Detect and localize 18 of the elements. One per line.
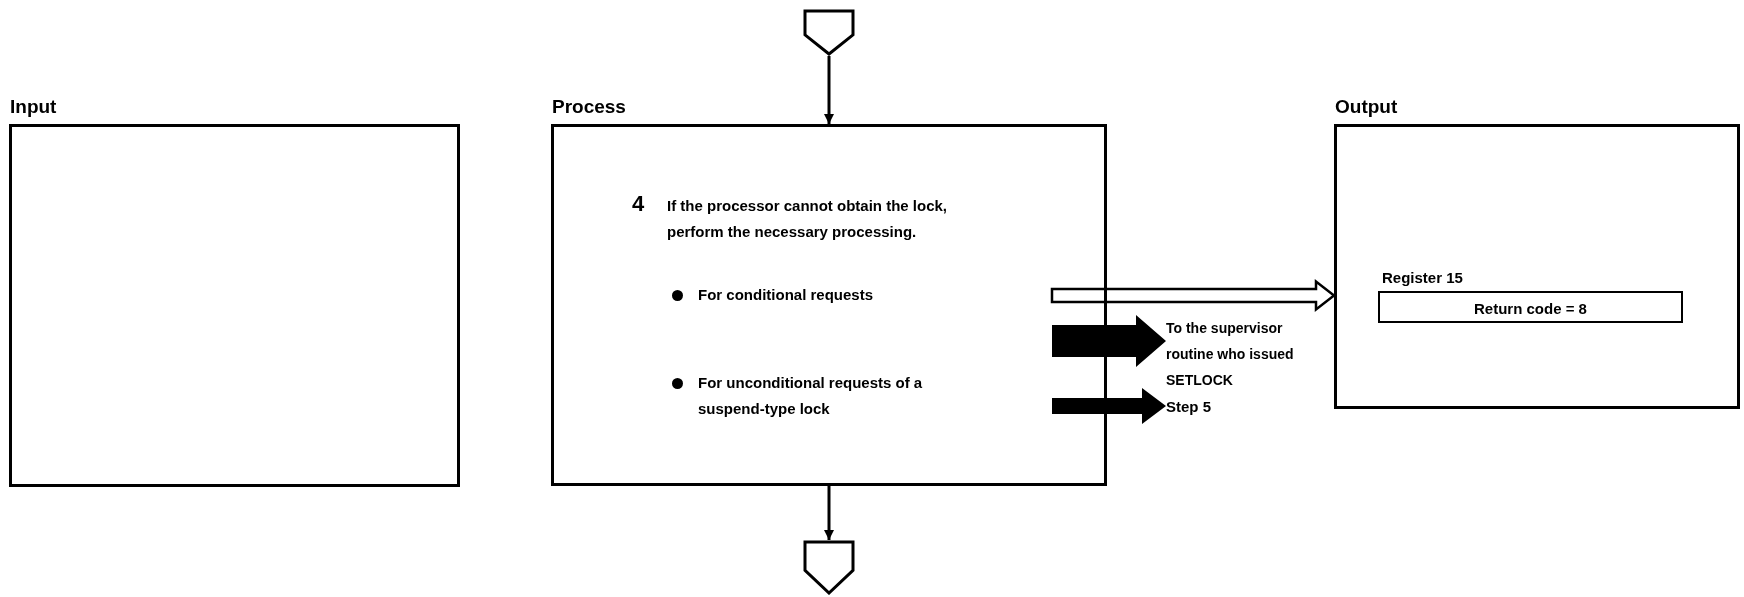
section-heading: Output (1335, 96, 1398, 118)
arrow (824, 486, 834, 540)
register-label: Register 15 (1382, 268, 1463, 288)
bullet-text: For conditional requests (698, 285, 875, 305)
off-page-connector (803, 540, 855, 595)
target-text: To the supervisor routine who issued SETLOCK (1166, 319, 1295, 390)
target-text: Step 5 (1166, 397, 1212, 417)
arrow (1052, 315, 1166, 367)
arrow (824, 56, 834, 124)
section-heading: Process (552, 96, 626, 118)
arrow (1050, 278, 1337, 313)
bullet-text: For unconditional requests of a suspend-type lock (698, 373, 924, 419)
step-text: If the processor cannot obtain the lock, perform the necessary processing. (667, 196, 949, 242)
step-number: 4 (632, 191, 646, 217)
register-value: Return code = 8 (1473, 299, 1588, 319)
section-heading: Input (10, 96, 57, 118)
off-page-connector (803, 9, 855, 56)
arrow (1052, 388, 1166, 424)
